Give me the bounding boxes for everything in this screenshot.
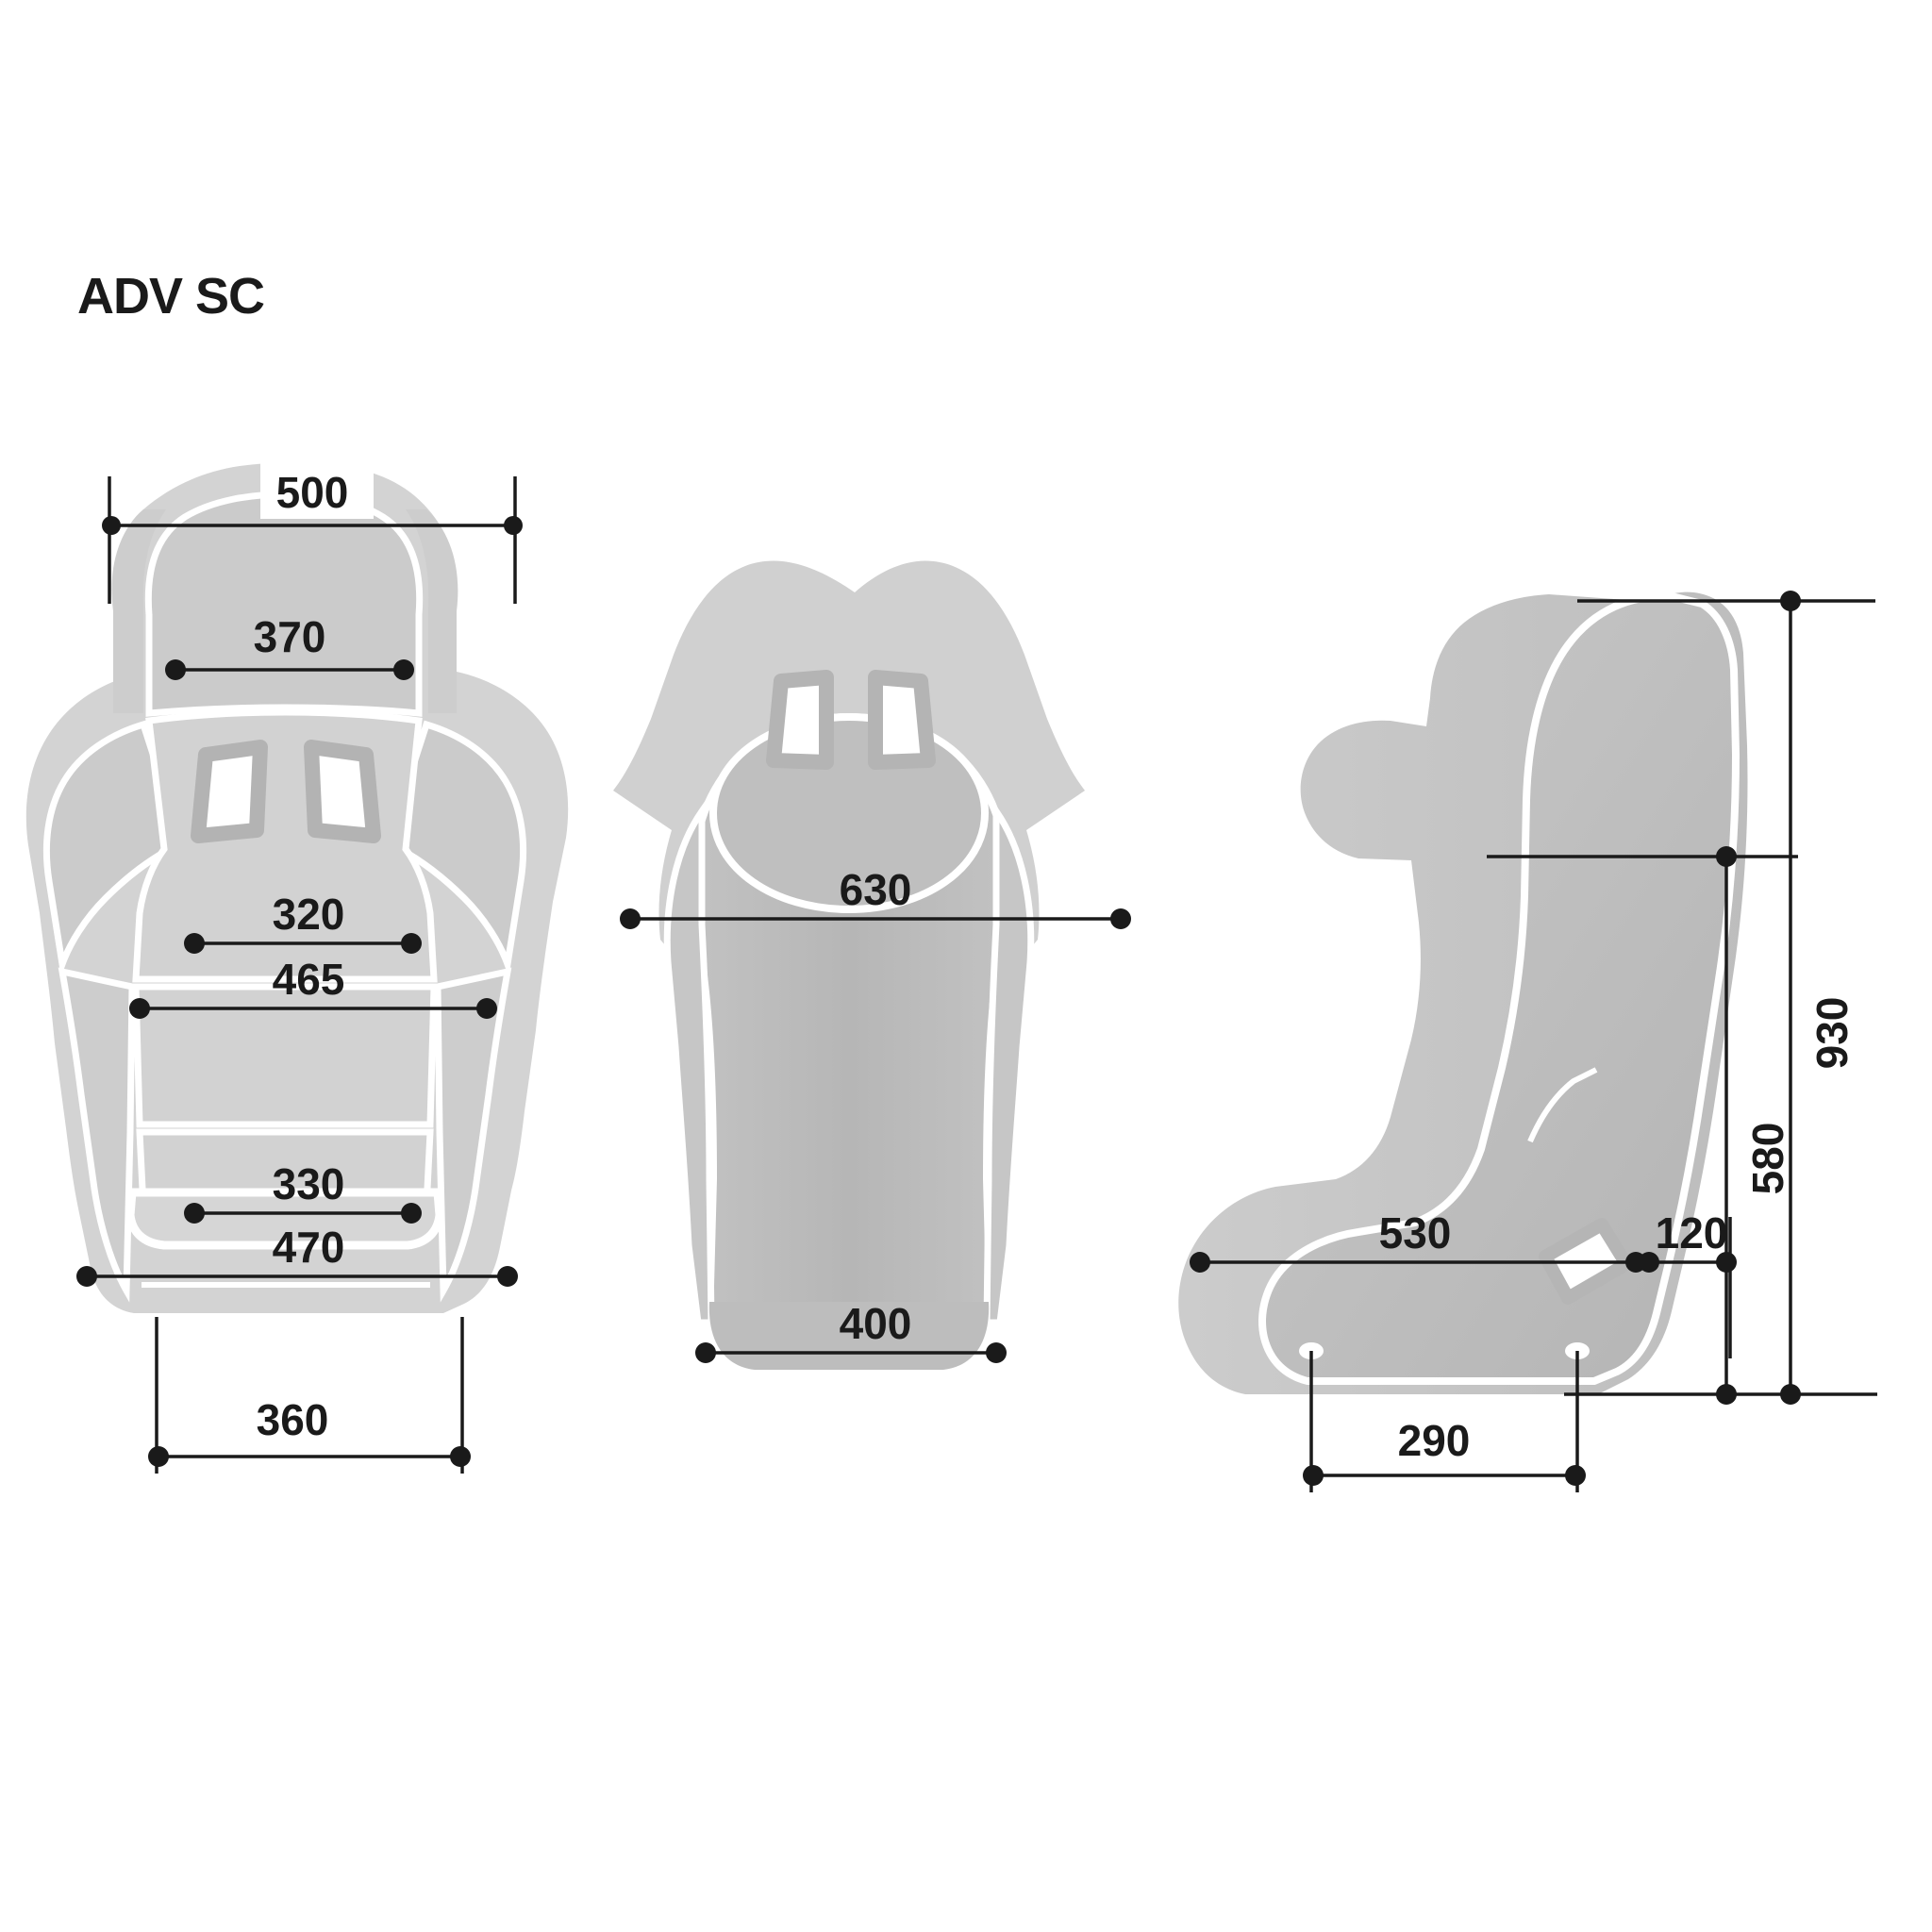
- dim-470-label: 470: [273, 1223, 345, 1272]
- front-shoulder-right: [396, 720, 527, 977]
- dim-360-label: 360: [257, 1395, 329, 1444]
- dim-360: 360: [148, 1317, 471, 1474]
- dim-290-label: 290: [1398, 1416, 1471, 1465]
- dim-330: 330: [184, 1159, 422, 1224]
- front-harness-slot-left: [191, 740, 268, 843]
- page-title: ADV SC: [77, 268, 265, 325]
- front-lumbar-panel: [132, 983, 438, 1128]
- front-harness-slot-right: [304, 740, 381, 843]
- dim-120: 120: [1639, 1208, 1737, 1358]
- dim-290: 290: [1303, 1351, 1586, 1492]
- dim-465: 465: [129, 955, 497, 1019]
- dim-320-label: 320: [273, 890, 345, 939]
- dim-530-label: 530: [1379, 1208, 1452, 1257]
- dim-370: 370: [165, 612, 414, 680]
- dim-580-label: 580: [1743, 1123, 1792, 1195]
- dim-470: 470: [76, 1223, 518, 1287]
- front-headrest-face: [144, 491, 424, 717]
- dim-630-label: 630: [840, 865, 912, 914]
- dim-530: 530: [1190, 1208, 1646, 1273]
- front-view: 500 370 320 465: [25, 462, 569, 1474]
- front-bolster-left: [58, 967, 136, 1303]
- dim-465-label: 465: [273, 955, 345, 1004]
- front-bolster-right: [434, 967, 512, 1303]
- top-bolster-left: [663, 800, 715, 1326]
- front-headrest-wing-right: [406, 509, 458, 713]
- front-back-panel: [132, 708, 438, 983]
- top-view: 630 400: [613, 560, 1131, 1370]
- dim-400: 400: [695, 1299, 1007, 1363]
- dim-930: 930: [1789, 601, 1857, 1394]
- dim-500: 500: [102, 462, 523, 604]
- dim-320: 320: [184, 890, 422, 954]
- dim-500-label: 500: [276, 468, 349, 517]
- front-seat-lip: [125, 1188, 444, 1250]
- side-view: 930 580 530 120: [1178, 591, 1877, 1492]
- top-harness-slot-right: [868, 670, 936, 770]
- front-headrest-wing-left: [111, 509, 166, 713]
- dim-120-label: 120: [1656, 1208, 1728, 1257]
- dim-370-label: 370: [254, 612, 326, 661]
- dim-580: 580: [1724, 857, 1792, 1394]
- dim-630: 630: [620, 865, 1131, 929]
- dim-930-label: 930: [1807, 997, 1857, 1070]
- dim-330-label: 330: [273, 1159, 345, 1208]
- top-bolster-right: [983, 800, 1035, 1326]
- dim-400-label: 400: [840, 1299, 912, 1348]
- top-harness-slot-left: [766, 670, 834, 770]
- front-shoulder-left: [42, 720, 174, 977]
- side-lumbar-crease: [1527, 1067, 1598, 1143]
